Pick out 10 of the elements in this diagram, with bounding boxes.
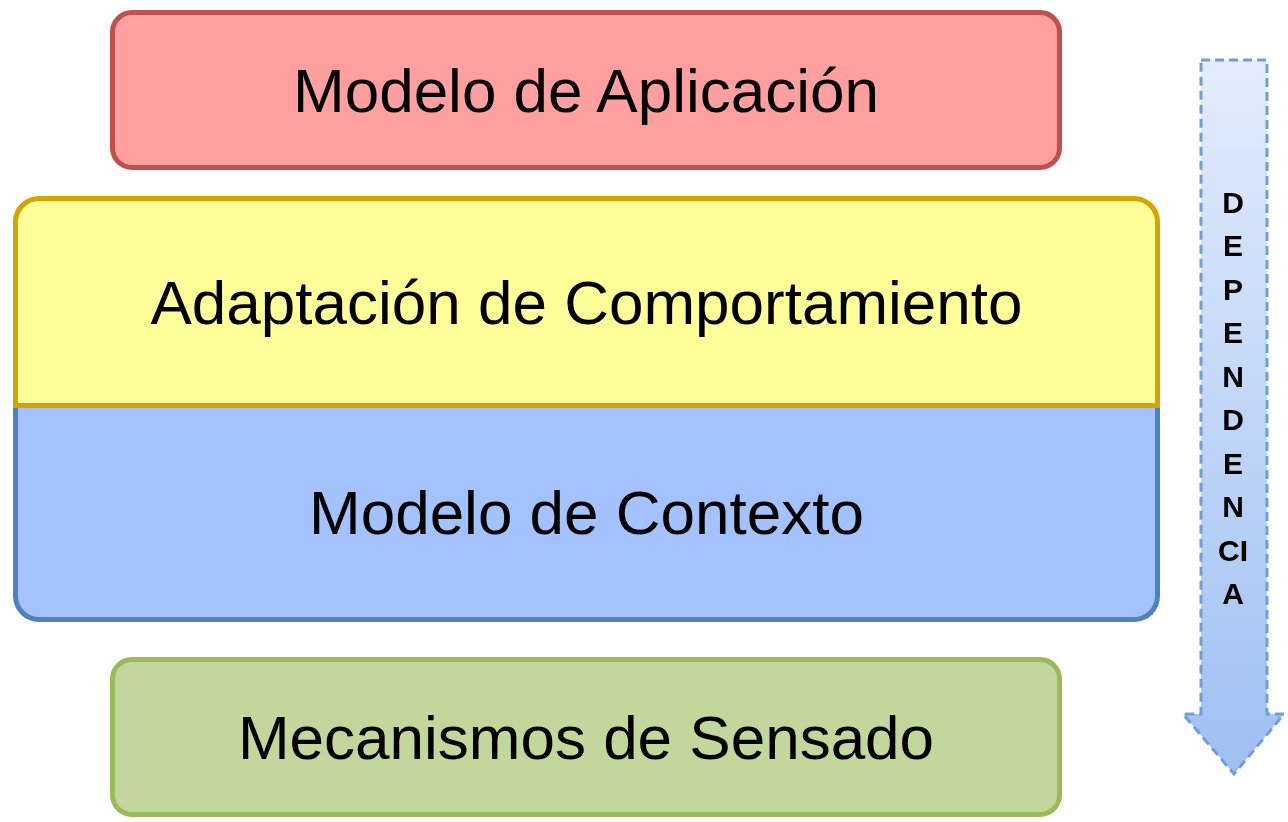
layer-label: Adaptación de Comportamiento (150, 266, 1023, 338)
vertical-label: DEPENDENCIA (1218, 184, 1248, 612)
layer-label: Modelo de Contexto (309, 477, 864, 548)
dependency-arrow (1180, 58, 1286, 778)
layer-box (13, 196, 1160, 408)
layer-box (13, 408, 1160, 622)
layer-label: Modelo de Aplicación (293, 54, 879, 126)
layer-label: Mecanismos de Sensado (237, 701, 935, 773)
layer-box (110, 657, 1062, 817)
layer-box (110, 10, 1062, 170)
